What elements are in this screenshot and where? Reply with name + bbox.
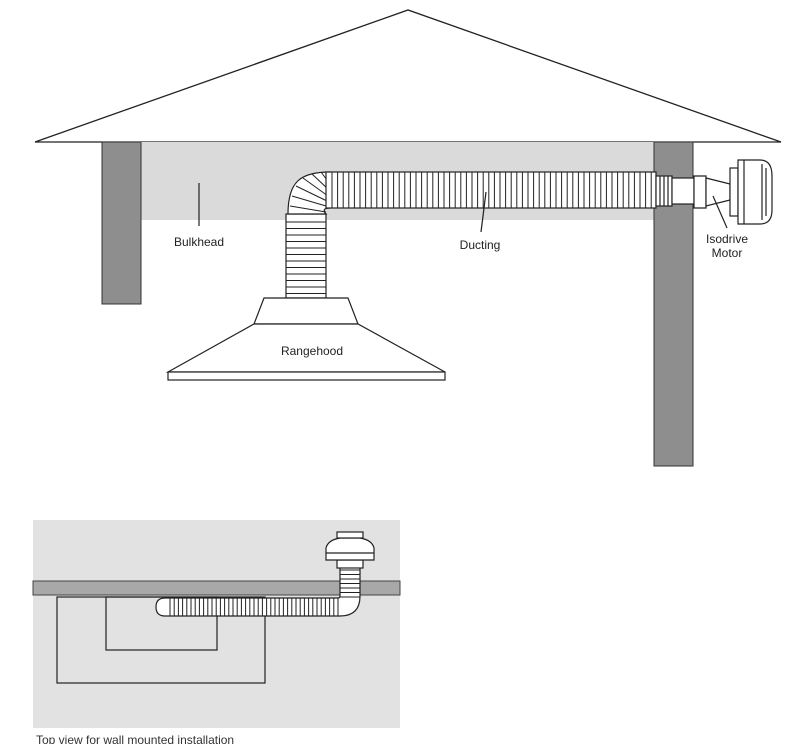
vertical-duct	[285, 213, 327, 299]
duct-rib	[295, 185, 328, 202]
duct-rib	[289, 205, 327, 213]
motor-leader	[712, 195, 728, 229]
inset-caption: Top view for wall mounted installation	[36, 733, 234, 744]
inset-motor	[325, 531, 375, 569]
motor-label-line2: Motor	[712, 246, 743, 260]
inset-duct	[155, 565, 361, 617]
rangehood-label: Rangehood	[281, 344, 343, 358]
duct-rib	[291, 195, 327, 207]
horizontal-ducting	[325, 171, 657, 209]
wall-connector	[655, 175, 695, 207]
ducting-leader	[480, 191, 487, 233]
motor-label-line1: Isodrive	[706, 232, 748, 246]
rangehood	[165, 297, 446, 381]
ducting-label: Ducting	[460, 238, 501, 252]
roof	[34, 9, 782, 143]
isodrive-motor	[693, 159, 773, 225]
inset-wall	[32, 580, 401, 596]
left-wall	[101, 141, 142, 305]
inset-rangehood	[105, 596, 218, 651]
bulkhead-label: Bulkhead	[174, 235, 224, 249]
duct-rib	[302, 177, 329, 197]
